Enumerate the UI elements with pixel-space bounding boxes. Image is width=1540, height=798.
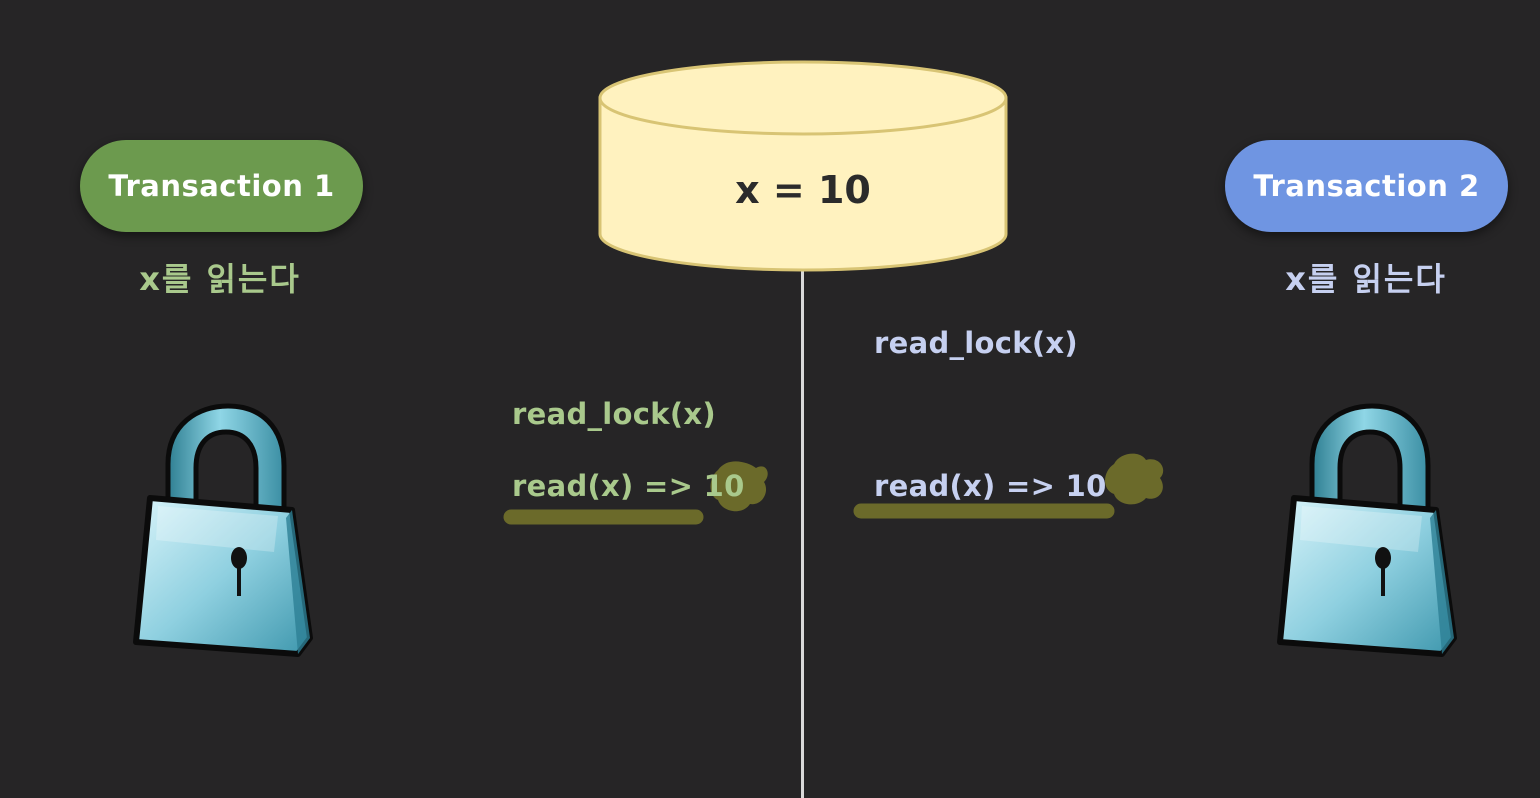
timeline-divider [801,268,804,798]
transaction-2-subcaption: x를 읽는다 [1285,260,1447,298]
transaction-1-pill: Transaction 1 [80,140,363,232]
transaction-1-title: Transaction 1 [108,169,335,203]
database-cylinder-icon [598,60,1008,272]
t2-read-op: read(x) => 10 [874,469,1107,503]
t1-read-op: read(x) => 10 [512,469,745,503]
transaction-2-title: Transaction 2 [1253,169,1480,203]
padlock-icon [133,403,313,657]
t2-read-lock-op: read_lock(x) [874,326,1078,360]
t1-read-lock-op: read_lock(x) [512,397,716,431]
transaction-1-subcaption: x를 읽는다 [139,260,301,298]
transaction-2-pill: Transaction 2 [1225,140,1508,232]
padlock-icon [1277,403,1457,657]
t2-scribble-mark [1105,453,1164,505]
database-value-label: x = 10 [735,168,871,212]
